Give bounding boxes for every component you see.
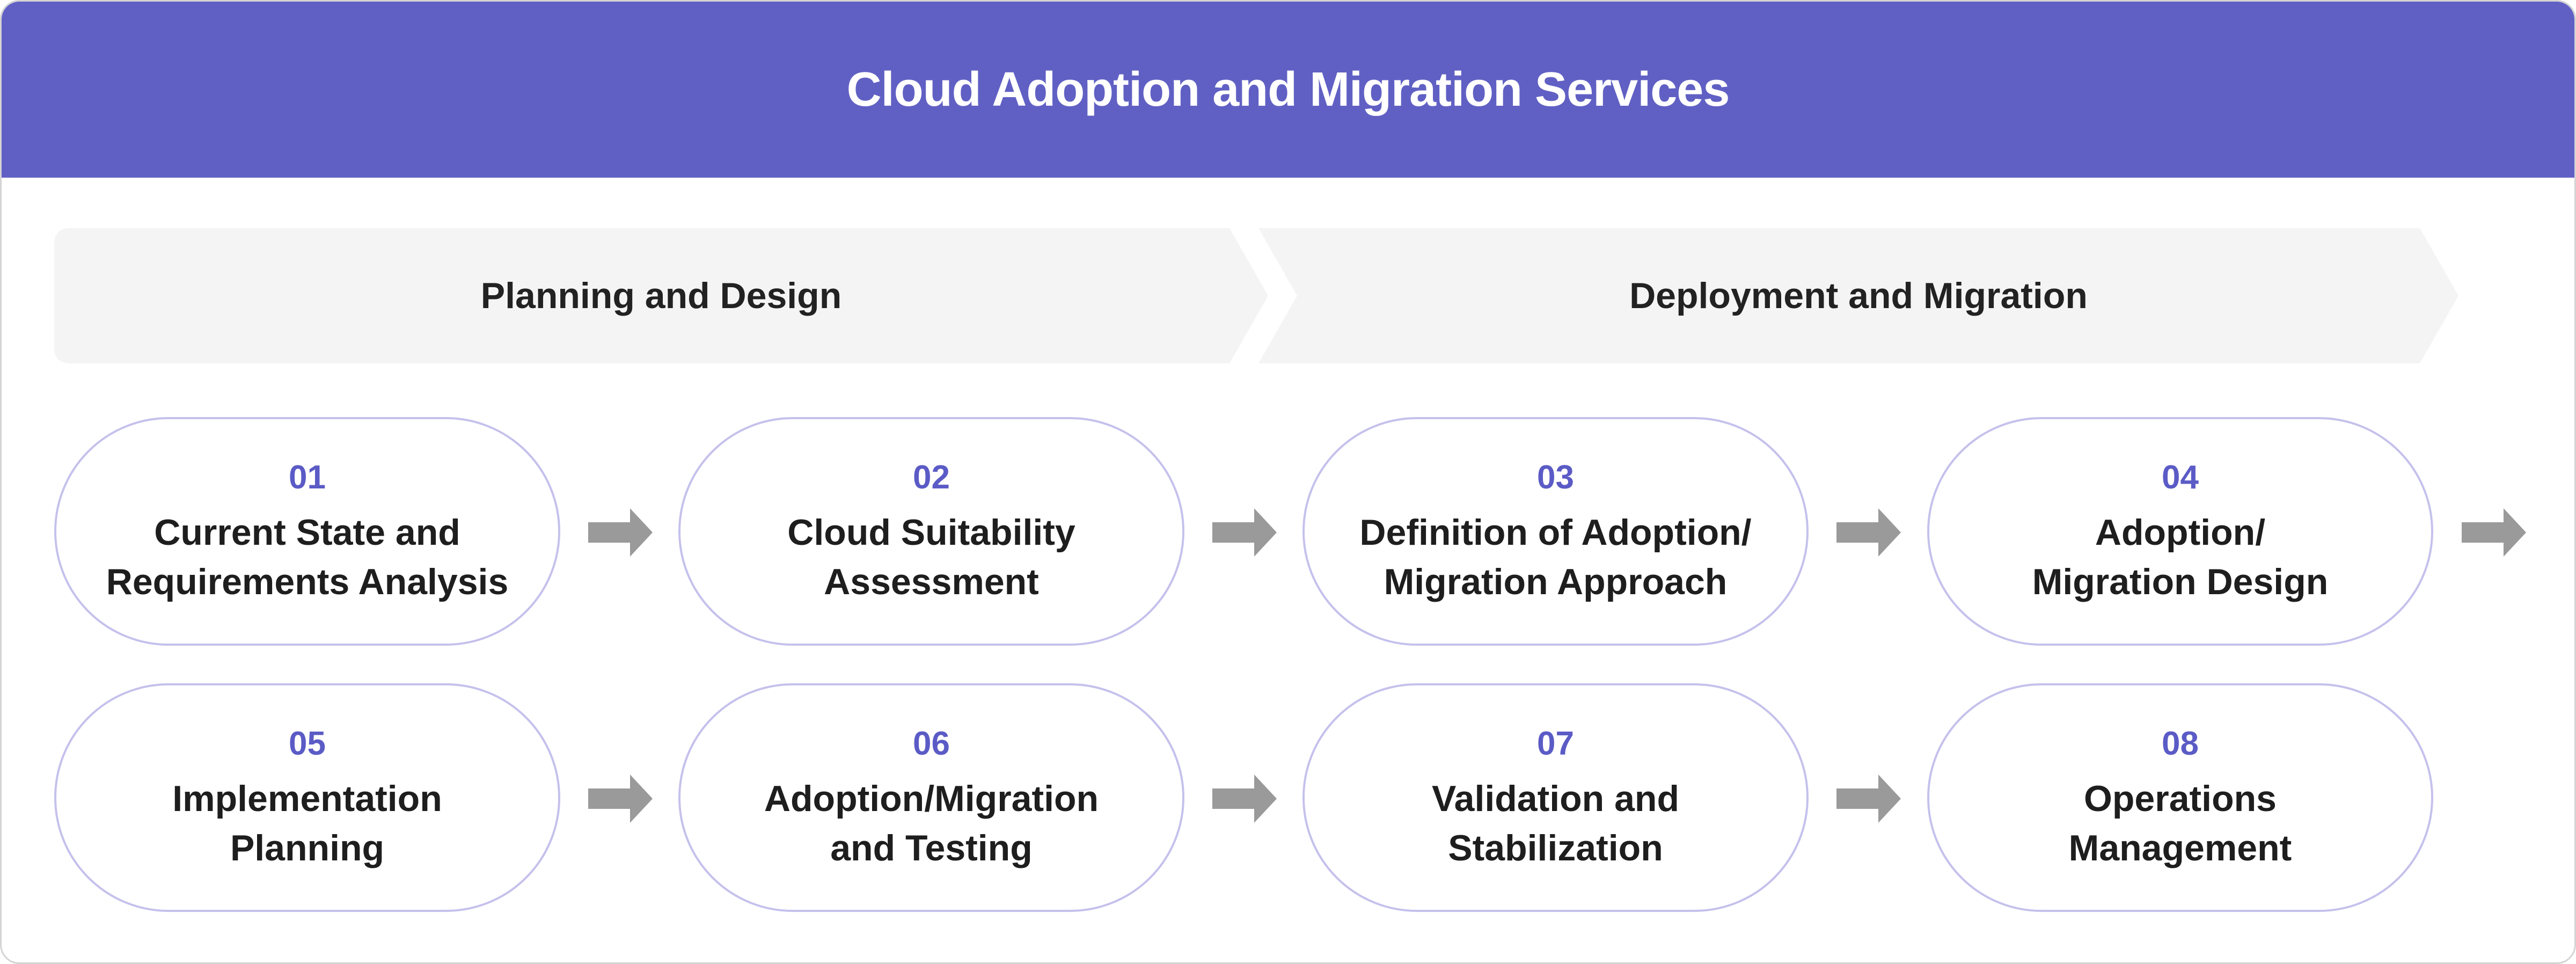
arrow-right-icon	[1836, 508, 1901, 557]
step-label: Adoption/Migration and Testing	[764, 778, 1099, 868]
phase-label: Planning and Design	[480, 275, 842, 316]
arrow-right-icon	[1212, 775, 1277, 823]
phase-chevron-shape	[54, 228, 1268, 363]
header-bar: Cloud Adoption and Migration Services	[2, 2, 2574, 178]
phase-chevron-shape	[1258, 228, 2458, 363]
step-label: Validation and Stabilization	[1432, 778, 1679, 868]
step-label: Current State and Requirements Analysis	[106, 512, 509, 602]
arrow-right-icon	[1836, 775, 1901, 823]
step-number: 05	[289, 725, 326, 762]
step-number: 08	[2162, 725, 2199, 762]
diagram-title: Cloud Adoption and Migration Services	[846, 62, 1730, 116]
step-number: 03	[1537, 459, 1574, 496]
step-label: Implementation Planning	[172, 778, 442, 868]
step-label: Adoption/ Migration Design	[2032, 512, 2329, 602]
step-number: 01	[289, 459, 326, 496]
step-label: Definition of Adoption/ Migration Approa…	[1359, 512, 1752, 602]
step-label: Operations Management	[2068, 778, 2292, 868]
phase-label: Deployment and Migration	[1629, 275, 2088, 316]
arrow-right-icon	[588, 775, 653, 823]
arrow-right-icon	[2462, 508, 2526, 557]
step-label: Cloud Suitability Assessment	[787, 512, 1075, 602]
phase-deployment-and-migration: Deployment and Migration	[1258, 228, 2458, 363]
step-number: 06	[913, 725, 950, 762]
step-number: 02	[913, 459, 950, 496]
arrow-right-icon	[1212, 508, 1277, 557]
step-number: 04	[2162, 459, 2199, 496]
arrow-right-icon	[588, 508, 653, 557]
step-number: 07	[1537, 725, 1574, 762]
phase-planning-and-design: Planning and Design	[54, 228, 1268, 363]
